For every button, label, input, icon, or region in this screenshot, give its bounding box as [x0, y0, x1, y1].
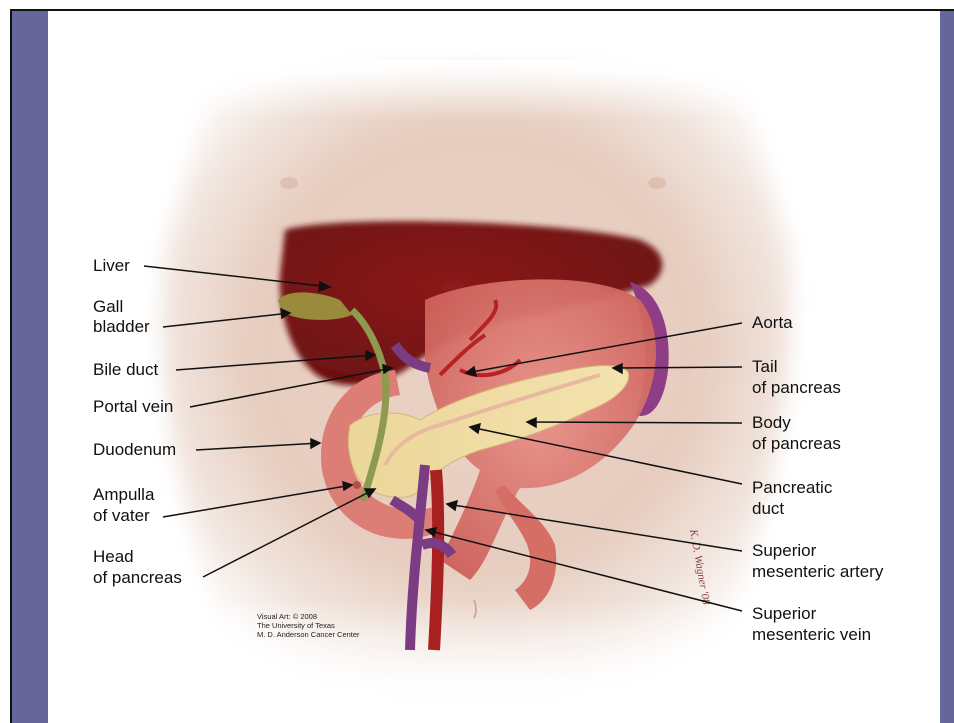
right-nipple	[648, 177, 666, 189]
label-tail-line1: Tail	[752, 357, 778, 377]
label-smv-line2: mesenteric vein	[752, 625, 871, 645]
label-body-line2: of pancreas	[752, 434, 841, 454]
label-liver: Liver	[93, 256, 130, 276]
label-gall-bladder-line2: bladder	[93, 317, 150, 337]
credit-line2: The University of Texas	[257, 621, 360, 630]
label-sma-line1: Superior	[752, 541, 816, 561]
left-nipple	[280, 177, 298, 189]
label-smv-line1: Superior	[752, 604, 816, 624]
credit-line1: Visual Art: © 2008	[257, 612, 360, 621]
label-aorta: Aorta	[752, 313, 793, 333]
label-tail-line2: of pancreas	[752, 378, 841, 398]
credit-line3: M. D. Anderson Cancer Center	[257, 630, 360, 639]
label-head-line2: of pancreas	[93, 568, 182, 588]
label-ampulla-line1: Ampulla	[93, 485, 154, 505]
sma-shape	[434, 470, 438, 650]
label-pancreatic-duct-line1: Pancreatic	[752, 478, 832, 498]
label-sma-line2: mesenteric artery	[752, 562, 883, 582]
label-gall-bladder-line1: Gall	[93, 297, 123, 317]
label-ampulla-line2: of vater	[93, 506, 150, 526]
ampulla-shape	[353, 481, 361, 489]
label-bile-duct: Bile duct	[93, 360, 158, 380]
label-pancreatic-duct-line2: duct	[752, 499, 784, 519]
label-portal-vein: Portal vein	[93, 397, 173, 417]
label-duodenum: Duodenum	[93, 440, 176, 460]
label-body-line1: Body	[752, 413, 791, 433]
image-credit: Visual Art: © 2008 The University of Tex…	[257, 612, 360, 639]
label-head-line1: Head	[93, 547, 134, 567]
